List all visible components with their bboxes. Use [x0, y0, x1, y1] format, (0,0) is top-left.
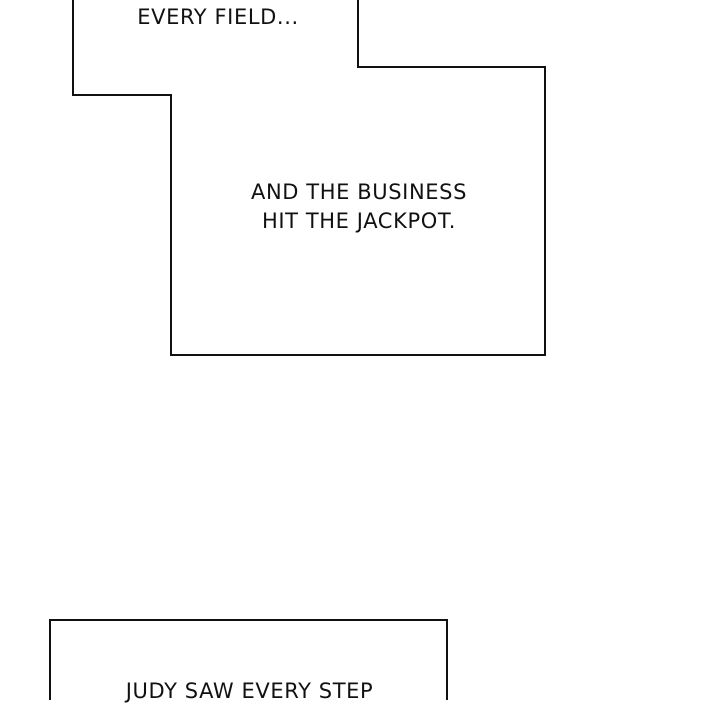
caption-box-outline-upper — [72, 0, 546, 356]
caption-line: JUDY SAW EVERY STEP — [125, 679, 374, 703]
caption-box-outline-lower — [49, 619, 448, 700]
caption-line: AND THE BUSINESS — [250, 180, 468, 204]
caption-judy-saw: JUDY SAW EVERY STEP — [51, 677, 448, 706]
caption-business-jackpot: AND THE BUSINESS HIT THE JACKPOT. — [172, 178, 546, 236]
caption-every-field: EVERY FIELD... — [80, 3, 356, 32]
caption-line: EVERY FIELD... — [137, 5, 299, 29]
caption-line: HIT THE JACKPOT. — [261, 209, 457, 233]
